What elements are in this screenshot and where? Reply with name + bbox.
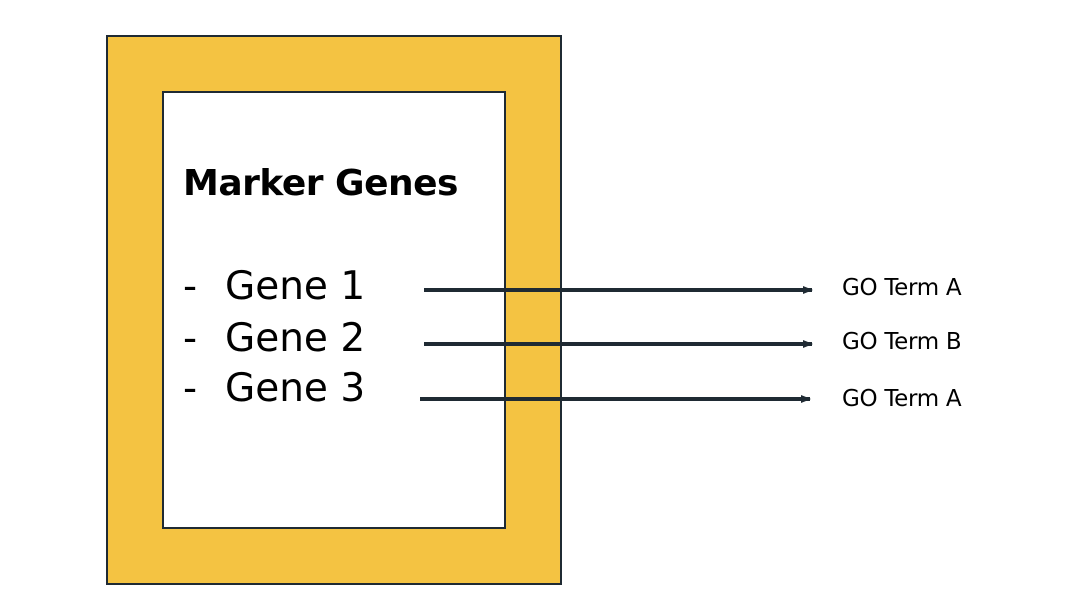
gene-label: Gene 3 (225, 366, 366, 411)
go-term-label-2: GO Term B (842, 329, 962, 355)
go-term-label-1: GO Term A (842, 275, 962, 301)
gene-bullet: - (183, 316, 198, 361)
go-term-label-3: GO Term A (842, 386, 962, 412)
gene-bullet: - (183, 264, 198, 309)
panel-title: Marker Genes (183, 163, 459, 204)
marker-genes-panel (162, 91, 506, 529)
gene-label: Gene 1 (225, 264, 366, 309)
gene-label: Gene 2 (225, 316, 366, 361)
gene-bullet: - (183, 366, 198, 411)
gene-item-1: -Gene 1 (183, 263, 365, 311)
gene-item-3: -Gene 3 (183, 365, 365, 413)
gene-item-2: -Gene 2 (183, 315, 365, 363)
